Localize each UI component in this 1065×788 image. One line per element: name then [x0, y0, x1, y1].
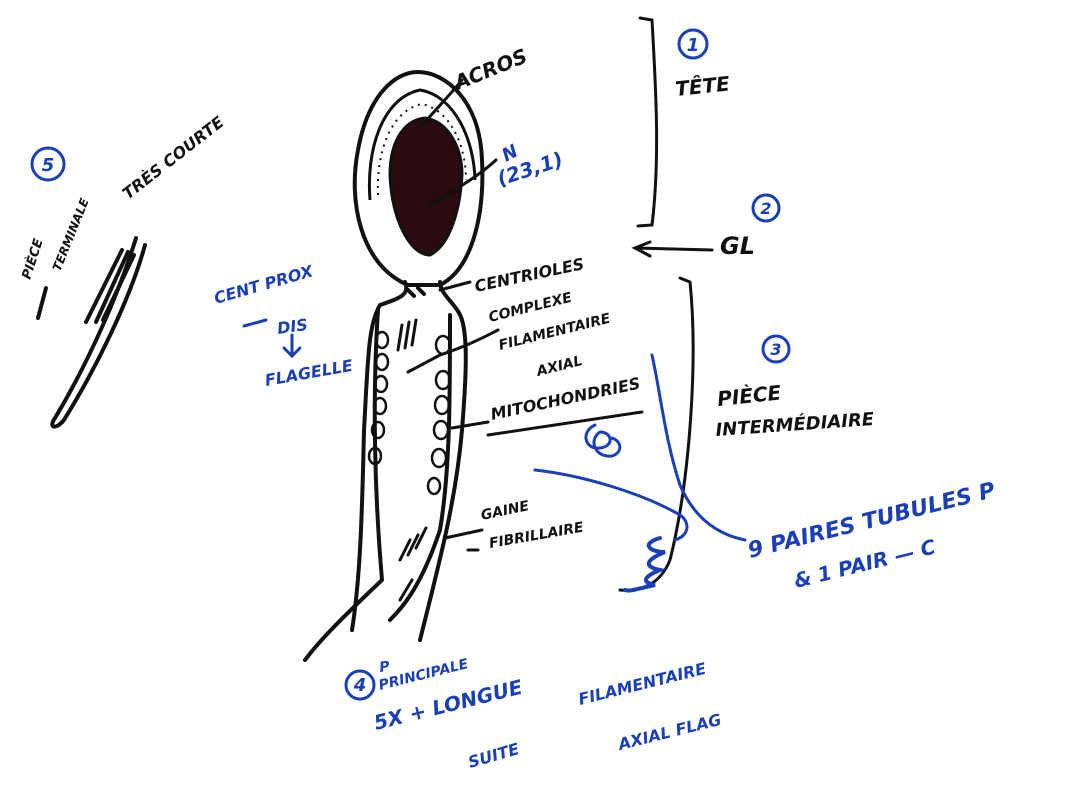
section1-title: TÊTE: [674, 71, 731, 101]
section4-label-5: FILAMENTAIRE: [576, 659, 708, 709]
section3-label-2: INTERMÉDIAIRE: [715, 408, 876, 441]
section5-label-2: TERMINALE: [50, 196, 92, 274]
section4-label-6: AXIAL FLAG: [614, 710, 723, 754]
acrosome-label: ACROS: [449, 44, 531, 96]
section3-label-1: PIÈCE: [716, 380, 783, 411]
complex-label-1: COMPLEXE: [487, 290, 574, 326]
complex-label-3: AXIAL: [534, 353, 584, 380]
section4-number: 4: [353, 675, 367, 696]
mitochondria-left: [369, 332, 388, 464]
section4-label-1: P: [378, 659, 391, 676]
section2-label: GL: [720, 232, 755, 260]
section4-label-2: PRINCIPALE: [377, 656, 470, 694]
nucleus: [390, 118, 462, 255]
axial-filaments: [398, 320, 426, 600]
section4-label-4: SUITE: [466, 739, 522, 772]
centriole-note-1: CENT PROX: [212, 261, 316, 308]
section5-number: 5: [42, 155, 55, 176]
section5-label-1: PIÈCE: [19, 237, 47, 282]
sheath-label-2: FIBRILLAIRE: [488, 519, 585, 551]
sperm-head: [355, 72, 483, 285]
section5-note: TRÈS COURTE: [119, 112, 228, 203]
centriole-note-3: FLAGELLE: [263, 356, 354, 390]
section3-number: 3: [770, 340, 781, 359]
centriole-note-2: DIS: [276, 315, 309, 338]
section2-number: 2: [760, 199, 771, 218]
sheath-label-1: GAINE: [480, 498, 532, 524]
section1-number: 1: [687, 35, 700, 56]
sperm-midpiece: [305, 282, 466, 660]
